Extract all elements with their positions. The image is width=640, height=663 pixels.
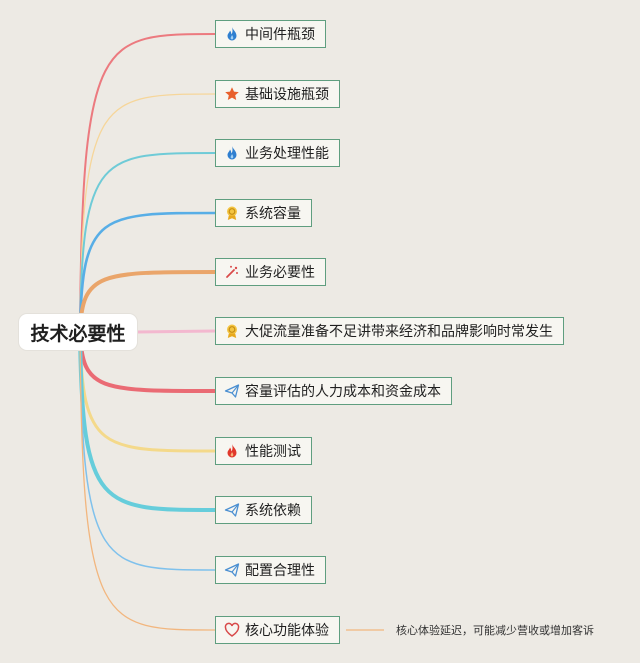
branch-label: 业务必要性 (245, 265, 315, 281)
branch-label: 系统依赖 (245, 503, 301, 519)
connector-core (79, 331, 216, 631)
branch-node-business-processing-performance[interactable]: 业务处理性能 (215, 139, 340, 167)
connector-business (78, 270, 217, 334)
branch-label: 系统容量 (245, 206, 301, 222)
paper-plane-icon (224, 383, 240, 399)
root-label: 技术必要性 (30, 322, 126, 345)
connector-processing (79, 152, 216, 333)
branch-node-capacity-cost[interactable]: 容量评估的人力成本和资金成本 (215, 377, 452, 405)
branch-label: 大促流量准备不足讲带来经济和品牌影响时常发生 (245, 324, 553, 340)
branch-node-promotion-traffic[interactable]: 大促流量准备不足讲带来经济和品牌影响时常发生 (215, 317, 564, 345)
badge-icon (224, 205, 240, 221)
branch-label: 业务处理性能 (245, 146, 329, 162)
branch-node-business-necessity[interactable]: 业务必要性 (215, 258, 326, 286)
root-node[interactable]: 技术必要性 (19, 314, 137, 350)
branch-node-performance-test[interactable]: 性能测试 (215, 437, 312, 465)
branch-label: 配置合理性 (245, 563, 315, 579)
branch-node-system-dependency[interactable]: 系统依赖 (215, 496, 312, 524)
flame-blue-icon (224, 26, 240, 42)
branch-node-config-rationality[interactable]: 配置合理性 (215, 556, 326, 584)
branch-label: 容量评估的人力成本和资金成本 (245, 384, 441, 400)
connector-promotion (135, 329, 217, 334)
branch-label: 性能测试 (245, 444, 301, 460)
star-icon (224, 86, 240, 102)
branch-node-infrastructure-bottleneck[interactable]: 基础设施瓶颈 (215, 80, 340, 108)
flame-red-icon (224, 443, 240, 459)
annotation-note: 核心体验延迟，可能减少营收或增加客诉 (396, 624, 594, 637)
branch-label: 基础设施瓶颈 (245, 87, 329, 103)
connector-capacity (78, 211, 217, 334)
heart-icon (224, 622, 240, 638)
branch-node-middleware-bottleneck[interactable]: 中间件瓶颈 (215, 20, 326, 48)
branch-label: 中间件瓶颈 (245, 27, 315, 43)
flame-blue-icon (224, 145, 240, 161)
badge-icon (224, 323, 240, 339)
paper-plane-icon (224, 562, 240, 578)
sparkle-icon (224, 264, 240, 280)
connector-middleware (79, 33, 216, 333)
connector-infrastructure (79, 93, 216, 333)
connector-dependency (78, 330, 217, 512)
branch-node-core-experience[interactable]: 核心功能体验 (215, 616, 340, 644)
paper-plane-icon (224, 502, 240, 518)
branch-node-system-capacity[interactable]: 系统容量 (215, 199, 312, 227)
branch-label: 核心功能体验 (245, 623, 329, 639)
